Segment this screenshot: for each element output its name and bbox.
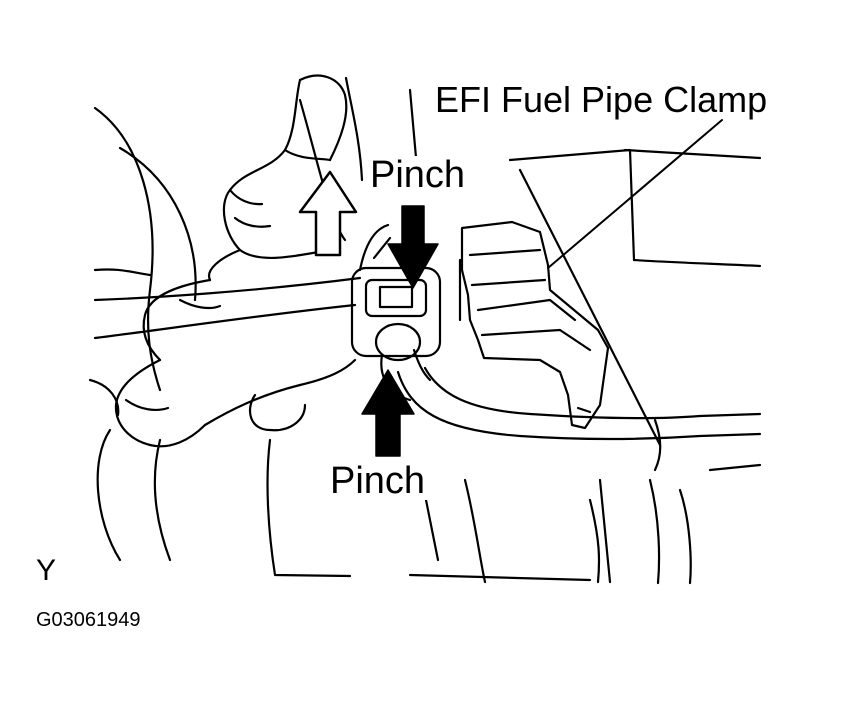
hand-outline [114,74,357,448]
up-arrow-icon [298,170,358,257]
outlet-pipe [396,366,762,472]
fuel-hose [93,223,392,340]
pinch-label-bottom: Pinch [326,462,430,500]
component-label: EFI Fuel Pipe Clamp [435,79,768,120]
background-structure [88,76,762,585]
view-letter: Y [36,554,57,587]
pinch-label-top: Pinch [366,156,470,194]
efi-fuel-pipe-clamp [458,220,610,430]
quick-connector [350,266,442,402]
top-pinch-arrow-icon [387,205,439,289]
leader-line [547,119,723,269]
bottom-pinch-arrow-icon [361,369,415,457]
figure-id: G03061949 [36,609,141,631]
